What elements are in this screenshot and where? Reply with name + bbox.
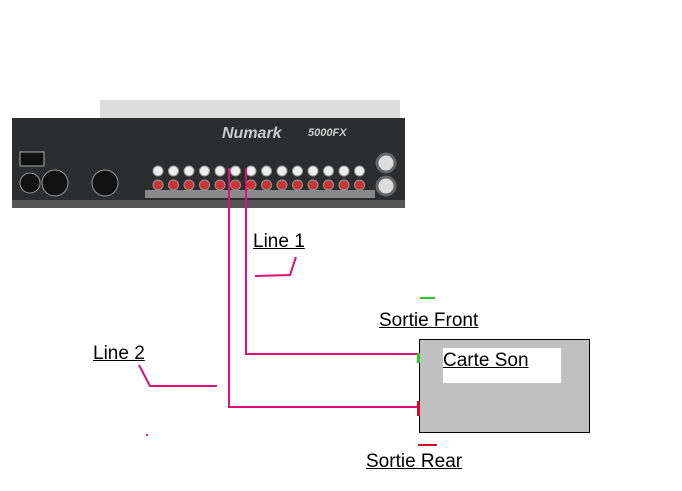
sortie-front-label: Sortie Front xyxy=(379,310,479,331)
rca-jack xyxy=(152,179,164,191)
rca-jack xyxy=(338,179,350,191)
rca-jack xyxy=(261,179,272,191)
line2-cable xyxy=(228,168,419,408)
line2-pointer xyxy=(138,364,217,387)
rca-jack xyxy=(152,165,164,177)
rca-jack xyxy=(183,179,195,191)
rca-jack xyxy=(214,165,226,177)
rca-jack xyxy=(168,179,179,191)
line1-label: Line 1 xyxy=(253,231,305,252)
line1-pointer xyxy=(254,256,297,277)
rca-jack xyxy=(245,165,257,177)
line1-cable xyxy=(245,168,419,355)
rca-jack xyxy=(307,165,319,177)
sortie-rear-label: Sortie Rear xyxy=(366,451,463,472)
rca-jack xyxy=(323,179,334,191)
rca-jack xyxy=(245,179,257,191)
mixer-model: 5000FX xyxy=(308,127,347,139)
rca-jack xyxy=(261,165,272,177)
rca-jack xyxy=(183,165,195,177)
rca-jack xyxy=(292,165,303,177)
mixer-brand: Numark xyxy=(222,125,283,142)
rca-jack xyxy=(354,179,365,191)
rca-jack xyxy=(199,165,210,177)
sound-card-label: Carte Son xyxy=(443,350,529,371)
rca-jack xyxy=(323,165,334,177)
rca-jack xyxy=(354,165,365,177)
rca-jack xyxy=(214,179,226,191)
front-port xyxy=(417,353,420,363)
rca-jack xyxy=(292,179,303,191)
rca-jack xyxy=(307,179,319,191)
rca-jack xyxy=(276,165,288,177)
rca-jack xyxy=(199,179,210,191)
rca-jack xyxy=(168,165,179,177)
rca-jack xyxy=(276,179,288,191)
rca-jack xyxy=(338,165,350,177)
rca-jack xyxy=(230,179,241,191)
rca-jack xyxy=(230,165,241,177)
mixer-image: Numark 5000FX xyxy=(12,100,405,208)
line2-label: Line 2 xyxy=(93,343,145,364)
rear-port xyxy=(417,401,420,416)
